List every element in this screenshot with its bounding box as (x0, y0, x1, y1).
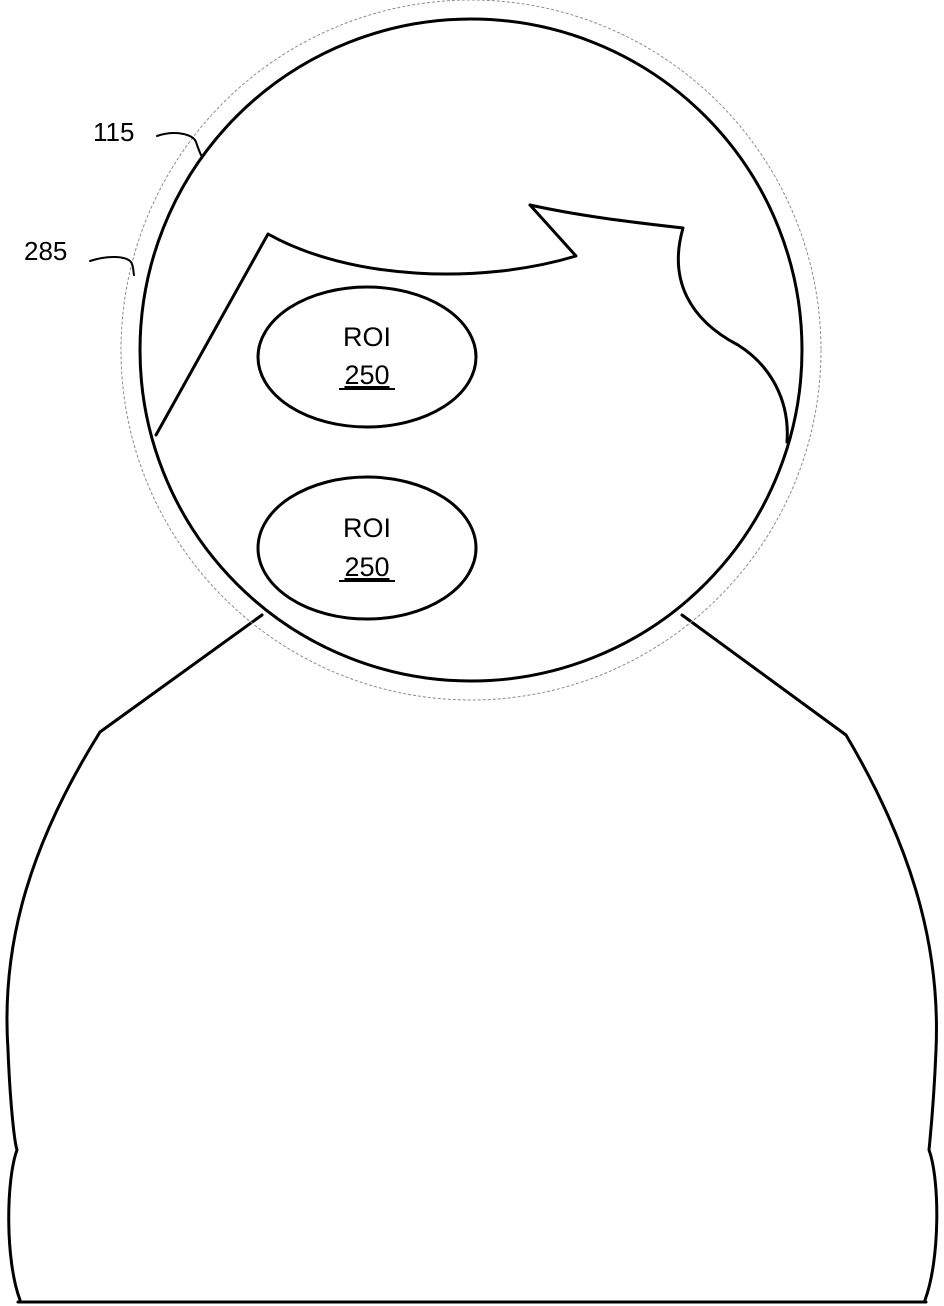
hair-left (154, 203, 578, 437)
roi-upper-number: 250 (344, 360, 389, 390)
boundary-ref-label: 285 (24, 236, 67, 266)
roi-lower-title: ROI (343, 513, 391, 543)
roi-lower-number: 250 (344, 552, 389, 582)
head-circle (138, 17, 804, 683)
torso-outline-right (680, 613, 939, 1302)
head-ref-leader (156, 132, 203, 158)
hair-right (528, 203, 789, 444)
head-ref-label: 115 (93, 117, 134, 147)
roi-upper: ROI 250 (256, 285, 478, 429)
boundary-ref-leader (89, 256, 135, 276)
torso-outline (5, 613, 264, 1302)
roi-lower-ellipse (256, 475, 478, 621)
roi-upper-ellipse (256, 285, 478, 429)
boundary-circle (120, 0, 822, 701)
roi-lower: ROI 250 (256, 475, 478, 621)
roi-upper-title: ROI (343, 322, 391, 352)
